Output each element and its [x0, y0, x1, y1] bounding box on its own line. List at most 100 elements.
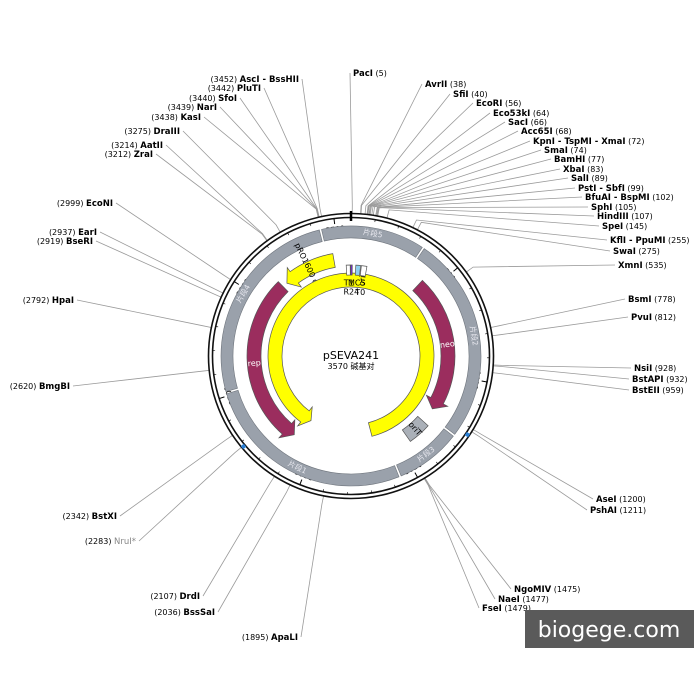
restriction-site-label: SphI (105): [591, 203, 636, 213]
site-name: BssSaI: [183, 608, 215, 618]
site-name: AscI - BssHII: [240, 75, 299, 85]
site-position: (778): [652, 295, 676, 304]
restriction-site-label: (2792) HpaI: [23, 296, 74, 306]
site-position: (3440): [189, 94, 218, 103]
site-name: AatII: [140, 141, 163, 151]
site-name: HindIII: [597, 212, 629, 222]
restriction-site-label: (2036) BssSaI: [154, 608, 215, 618]
site-name: SacI: [508, 118, 528, 128]
site-name: SalI: [571, 174, 589, 184]
feature-arrow: [412, 279, 456, 410]
ring-tick: [322, 489, 324, 492]
site-position: (145): [623, 222, 647, 231]
site-leader-lines: [72, 72, 632, 638]
site-leader-line: [219, 106, 319, 218]
site-leader-line: [465, 264, 616, 273]
site-leader-line: [155, 153, 268, 242]
site-name: HpaI: [52, 296, 74, 306]
mcs-feature-label: T1: [343, 279, 354, 288]
restriction-site-label: Acc65I (68): [521, 127, 572, 137]
restriction-site-label: (2919) BseRI: [37, 237, 93, 247]
restriction-site-label: (2999) EcoNI: [57, 199, 113, 209]
site-position: (1475): [551, 585, 580, 594]
site-leader-line: [202, 475, 276, 597]
feature-arrow: [286, 253, 336, 288]
restriction-site-label: (2937) EarI: [49, 228, 97, 238]
site-position: (68): [553, 127, 572, 136]
ring-tick: [222, 302, 226, 305]
site-position: (959): [660, 386, 684, 395]
site-position: (38): [447, 80, 466, 89]
site-leader-line: [367, 121, 506, 216]
site-position: (40): [469, 90, 488, 99]
site-leader-line: [300, 495, 325, 638]
site-position: (3442): [208, 84, 237, 93]
ring-tick: [219, 396, 225, 400]
ring-tick: [258, 457, 261, 460]
restriction-site-label: (3212) ZraI: [105, 150, 153, 160]
restriction-site-label: SmaI (74): [544, 146, 587, 156]
site-name: SphI: [591, 203, 612, 213]
site-position: (3452): [211, 75, 240, 84]
feature-label: rep: [247, 358, 261, 368]
site-name: KflI - PpuMI: [610, 236, 665, 246]
site-name: PvuI: [631, 313, 652, 323]
ring-tick: [436, 461, 439, 465]
site-position: (56): [502, 99, 521, 108]
site-leader-line: [360, 93, 451, 215]
restriction-site-label: BfuAI - BspMI (102): [585, 193, 674, 203]
fragment-label: 片段2: [468, 325, 481, 346]
restriction-site-label: (3442) PluTI: [208, 84, 261, 94]
site-position: (928): [652, 364, 676, 373]
restriction-site-label: SalI (89): [571, 174, 608, 184]
restriction-site-label: BsmI (778): [628, 295, 676, 305]
ring-tick: [477, 404, 481, 406]
site-position: (255): [665, 236, 689, 245]
site-name: FseI: [482, 604, 502, 614]
site-name: BseRI: [66, 237, 93, 247]
restriction-site-label: PstI - SbfI (99): [578, 184, 644, 194]
site-leader-line: [115, 202, 232, 281]
ring-tick: [287, 232, 290, 236]
ring-tick: [414, 472, 419, 478]
site-position: (3212): [105, 150, 134, 159]
restriction-site-label: SpeI (145): [602, 222, 647, 232]
site-name: SfiI: [453, 90, 469, 100]
restriction-site-label: PacI (5): [353, 69, 387, 79]
site-position: (64): [530, 109, 549, 118]
restriction-site-label: SwaI (275): [613, 247, 660, 257]
ring-tick: [453, 445, 456, 448]
ring-tick: [228, 419, 232, 422]
site-leader-line: [72, 369, 210, 387]
restriction-site-label: AseI (1200): [596, 495, 646, 505]
restriction-site-labels: PacI (5)AvrII (38)SfiI (40)EcoRI (56)Eco…: [10, 69, 690, 643]
feature-label: neo: [439, 339, 455, 350]
site-name: PshAI: [590, 506, 617, 516]
restriction-site-label: (3439) NarI: [168, 103, 217, 113]
site-leader-line: [369, 158, 552, 216]
site-name: BstEII: [632, 386, 660, 396]
restriction-site-label: NgoMIV (1475): [514, 585, 580, 595]
site-leader-line: [492, 364, 632, 369]
site-position: (105): [612, 203, 636, 212]
site-name: SwaI: [613, 247, 636, 257]
site-name: BmgBI: [39, 382, 70, 392]
site-leader-line: [412, 219, 608, 241]
feature-arrow: [246, 281, 296, 439]
ring-tick: [277, 471, 280, 474]
feature-arrow: [267, 272, 435, 437]
site-name: DraIII: [154, 127, 180, 137]
ring-tick: [394, 484, 396, 488]
site-position: (932): [664, 375, 688, 384]
restriction-site-label: PvuI (812): [631, 313, 676, 323]
site-leader-line: [76, 299, 212, 328]
fragment-band: [396, 428, 454, 477]
mcs-feature-label: T0: [354, 288, 365, 297]
site-position: (1477): [520, 595, 549, 604]
site-name: EcoNI: [86, 199, 113, 209]
site-name: AvrII: [425, 80, 447, 90]
site-leader-line: [366, 112, 491, 215]
site-leader-line: [369, 149, 542, 216]
fragment-band: [220, 229, 323, 392]
site-leader-line: [99, 231, 224, 294]
